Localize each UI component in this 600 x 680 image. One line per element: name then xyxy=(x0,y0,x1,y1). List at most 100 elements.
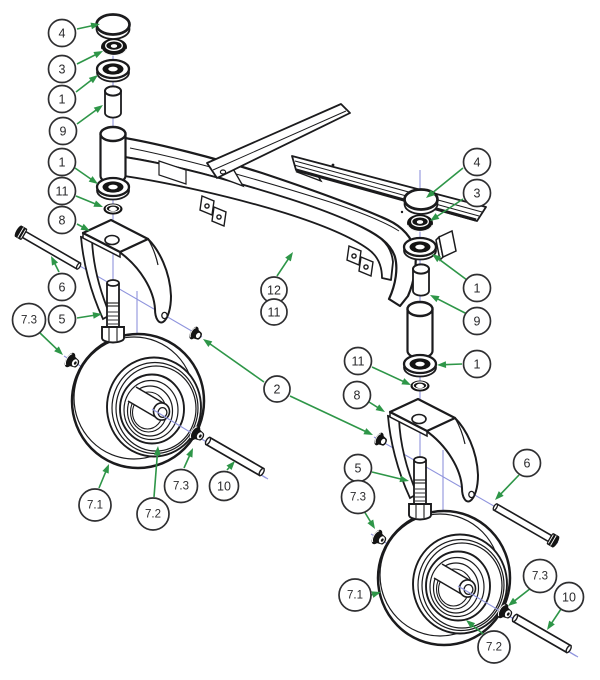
arrowhead-icon xyxy=(401,378,411,385)
arrowhead-icon xyxy=(93,51,103,59)
callout-label: 4 xyxy=(59,27,66,41)
callout-label: 7.2 xyxy=(486,642,502,654)
right-wheel xyxy=(376,509,512,647)
callout-7.3: 7.3 xyxy=(163,448,199,504)
callout-label: 1 xyxy=(474,282,481,296)
arrowhead-icon xyxy=(88,75,98,84)
callout-circle xyxy=(47,147,77,177)
leader-line xyxy=(276,257,290,277)
arrowhead-icon xyxy=(203,339,213,347)
callout-9: 9 xyxy=(430,295,492,336)
callout-label: 5 xyxy=(355,462,362,476)
leader-line xyxy=(499,474,520,496)
arrowhead-icon xyxy=(430,295,440,303)
leader-line xyxy=(371,366,405,383)
callout-label: 11 xyxy=(352,355,365,369)
right-upper-bearing xyxy=(402,236,438,261)
callout-label: 12 xyxy=(267,284,281,298)
callout-2: 2 xyxy=(203,339,373,435)
callout-label: 7.1 xyxy=(347,590,363,602)
callout-circle xyxy=(47,205,77,235)
left-upper-bearing xyxy=(95,58,131,83)
left-caster-assembly xyxy=(12,13,267,479)
callout-7.3: 7.3 xyxy=(508,558,558,606)
arrowhead-icon xyxy=(430,213,440,221)
callout-label: 6 xyxy=(524,457,531,471)
callout-label: 7.3 xyxy=(350,492,366,504)
leader-line xyxy=(435,198,464,218)
callout-label: 11 xyxy=(268,306,281,320)
arrowhead-icon xyxy=(285,252,293,262)
callout-circle xyxy=(338,578,372,612)
callout-label: 3 xyxy=(59,63,66,77)
callout-circle xyxy=(48,116,78,146)
callout-circle xyxy=(78,488,112,522)
left-washer xyxy=(102,202,124,216)
arrowhead-icon xyxy=(51,256,59,266)
arrowhead-icon xyxy=(186,448,193,458)
callout-7.2: 7.2 xyxy=(466,620,511,664)
left-dust-cap xyxy=(95,13,131,41)
callout-label: 7.3 xyxy=(532,571,548,583)
leader-line xyxy=(550,608,562,625)
arrowhead-icon xyxy=(367,519,375,529)
leader-line xyxy=(208,342,265,383)
callout-11: 11 xyxy=(343,346,411,385)
right-caster-assembly xyxy=(369,188,577,657)
callout-label: 7.1 xyxy=(87,500,103,512)
callout-label: 8 xyxy=(354,389,361,403)
right-lower-bearing xyxy=(402,353,438,378)
callout-8: 8 xyxy=(342,380,385,412)
arrowhead-icon xyxy=(508,597,518,606)
callout-label: 10 xyxy=(562,591,576,605)
arrowhead-icon xyxy=(363,428,373,435)
arrowhead-icon xyxy=(88,176,98,184)
callout-circle xyxy=(340,479,376,515)
left-caster-tube xyxy=(99,125,127,185)
left-spacer xyxy=(104,85,122,119)
callout-label: 10 xyxy=(217,480,231,494)
arrowhead-icon xyxy=(437,361,447,369)
callout-1: 1 xyxy=(47,75,98,114)
arrowhead-icon xyxy=(426,189,436,198)
leader-line xyxy=(371,471,403,481)
callout-7.1: 7.1 xyxy=(78,464,112,522)
callout-1: 1 xyxy=(437,349,492,379)
callout-label: 1 xyxy=(59,156,66,170)
arrowhead-icon xyxy=(54,346,63,355)
callout-circle xyxy=(11,302,47,338)
leader-line xyxy=(76,53,98,65)
leader-line xyxy=(430,167,464,195)
arrowhead-icon xyxy=(153,446,161,456)
leader-line xyxy=(75,78,93,93)
callout-label: 8 xyxy=(59,214,66,228)
callout-10: 10 xyxy=(208,461,240,502)
leader-line xyxy=(76,314,96,319)
callout-11: 11 xyxy=(47,176,103,207)
leader-line xyxy=(76,24,94,30)
callout-label: 11 xyxy=(56,185,69,199)
leader-line xyxy=(437,257,468,281)
leader-line xyxy=(98,470,108,489)
callout-circle xyxy=(477,630,511,664)
leader-line xyxy=(435,297,468,315)
leader-line xyxy=(76,108,98,125)
callout-circle xyxy=(462,273,492,303)
callout-label: 2 xyxy=(274,383,281,397)
callout-label: 1 xyxy=(59,93,66,107)
callout-7.2: 7.2 xyxy=(136,446,170,531)
arrowhead-icon xyxy=(92,312,102,319)
callout-label: 3 xyxy=(474,187,481,201)
callout-circle xyxy=(260,298,288,326)
callout-label: 6 xyxy=(59,281,66,295)
callout-11: 11 xyxy=(260,298,288,326)
arrowhead-icon xyxy=(93,105,103,114)
callout-1: 1 xyxy=(432,254,492,303)
callout-circle xyxy=(47,84,77,114)
callout-1: 1 xyxy=(47,147,98,184)
callout-circle xyxy=(512,448,542,478)
callout-circle xyxy=(462,349,492,379)
right-caster-tube xyxy=(406,300,434,360)
right-spacer xyxy=(412,263,430,297)
